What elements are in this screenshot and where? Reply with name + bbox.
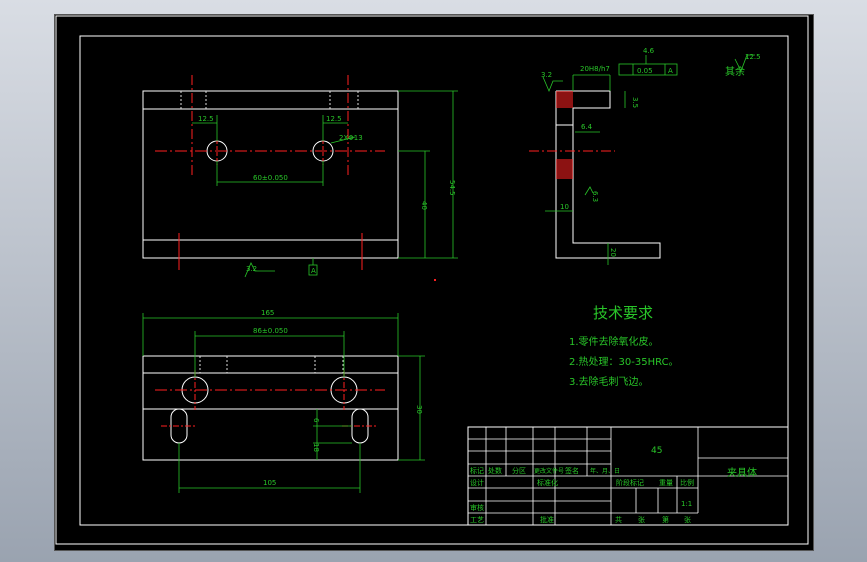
inner-border	[79, 35, 789, 526]
hole-callout: 2XΦ13	[339, 134, 363, 142]
tech-requirements: 技术要求 1.零件去除氧化皮。 2.热处理：30-35HRC。 3.去除毛刺飞边…	[569, 304, 679, 388]
dim-height-inner: 40	[420, 201, 428, 210]
roughness-lower: 6.3	[591, 191, 599, 202]
label-stage: 阶段标记	[616, 478, 644, 487]
label-process: 工艺	[470, 516, 484, 524]
dim-top-width: 20H8/h7	[580, 65, 610, 73]
sheet-total: 共	[615, 515, 622, 524]
drawing-canvas: 12.5 12.5 2XΦ13 60±0.050 54.5 40 3.2 A	[55, 15, 809, 545]
row-label-zone: 分区	[512, 466, 526, 475]
section-hatch-top	[556, 91, 573, 108]
dim-hole-spacing: 60±0.050	[253, 174, 288, 182]
dim-step: 3.5	[631, 97, 639, 108]
label-weight: 重量	[659, 479, 673, 487]
side-view: 20H8/h7 4.6 0.05 A 3.2 3.5 6.4 6.3 10 20	[529, 47, 678, 265]
label-approve: 批准	[540, 515, 554, 524]
surface-finish-label: 其余	[725, 65, 745, 78]
sheet-label: 张	[638, 515, 645, 524]
material: 45	[651, 446, 662, 456]
surface-finish-value: 12.5	[745, 53, 761, 61]
roughness-bottom: 3.2	[246, 265, 257, 273]
drawing-sheet: 12.5 12.5 2XΦ13 60±0.050 54.5 40 3.2 A	[54, 14, 814, 551]
title-block: 45 夹具体 标记 处数 分区 更改文件号 签名 年、月、日 设计 标准化 审核…	[467, 426, 789, 526]
position-tol-datum: A	[668, 67, 673, 75]
dim-top-hole-spacing: 86±0.050	[253, 327, 288, 335]
dim-width-overall: 165	[261, 309, 274, 317]
label-scale: 比例	[680, 478, 694, 487]
position-tol-top: 4.6	[643, 47, 655, 55]
scale-value: 1:1	[681, 500, 692, 508]
datum-label: A	[311, 267, 316, 275]
front-view: 12.5 12.5 2XΦ13 60±0.050 54.5 40 3.2 A	[142, 75, 458, 278]
row-label-mark: 标记	[470, 466, 484, 475]
part-name: 夹具体	[727, 466, 757, 479]
top-view: 165 86±0.050 105 30 6 18	[142, 309, 425, 493]
label-check: 审核	[470, 503, 484, 512]
row-label-count: 处数	[488, 466, 502, 475]
roughness-left: 3.2	[541, 71, 552, 79]
row-label-sign: 签名	[565, 466, 579, 475]
dim-right-hole: 12.5	[326, 115, 342, 123]
label-design: 设计	[470, 478, 484, 487]
tech-req-item-1: 1.零件去除氧化皮。	[569, 335, 659, 348]
tech-req-item-3: 3.去除毛刺飞边。	[569, 375, 649, 388]
surface-finish-note: 12.5 其余	[725, 53, 761, 78]
dim-foot: 20	[609, 248, 617, 257]
label-standardization: 标准化	[537, 478, 558, 487]
dim-lip: 6.4	[581, 123, 593, 131]
dim-slot-spacing: 105	[263, 479, 276, 487]
sheet-num: 第	[662, 515, 669, 524]
marker-dot	[434, 279, 436, 281]
position-tol-value: 0.05	[637, 67, 653, 75]
row-label-date: 年、月、日	[590, 467, 620, 475]
tech-req-title: 技术要求	[593, 304, 653, 322]
row-label-change: 更改文件号	[534, 467, 564, 475]
dim-height-overall: 54.5	[448, 180, 456, 196]
front-outline	[142, 90, 399, 259]
dim-slot-b: 18	[312, 443, 320, 452]
outer-border	[55, 15, 809, 545]
dim-bottom: 10	[560, 203, 569, 211]
dim-slot-a: 6	[312, 418, 320, 423]
sheet-label-2: 张	[684, 515, 691, 524]
dim-depth-right: 30	[415, 405, 423, 414]
top-outline	[142, 355, 399, 461]
side-outline	[555, 90, 661, 259]
dim-left-hole: 12.5	[198, 115, 214, 123]
tech-req-item-2: 2.热处理：30-35HRC。	[569, 355, 679, 368]
section-hatch-mid	[556, 159, 573, 179]
